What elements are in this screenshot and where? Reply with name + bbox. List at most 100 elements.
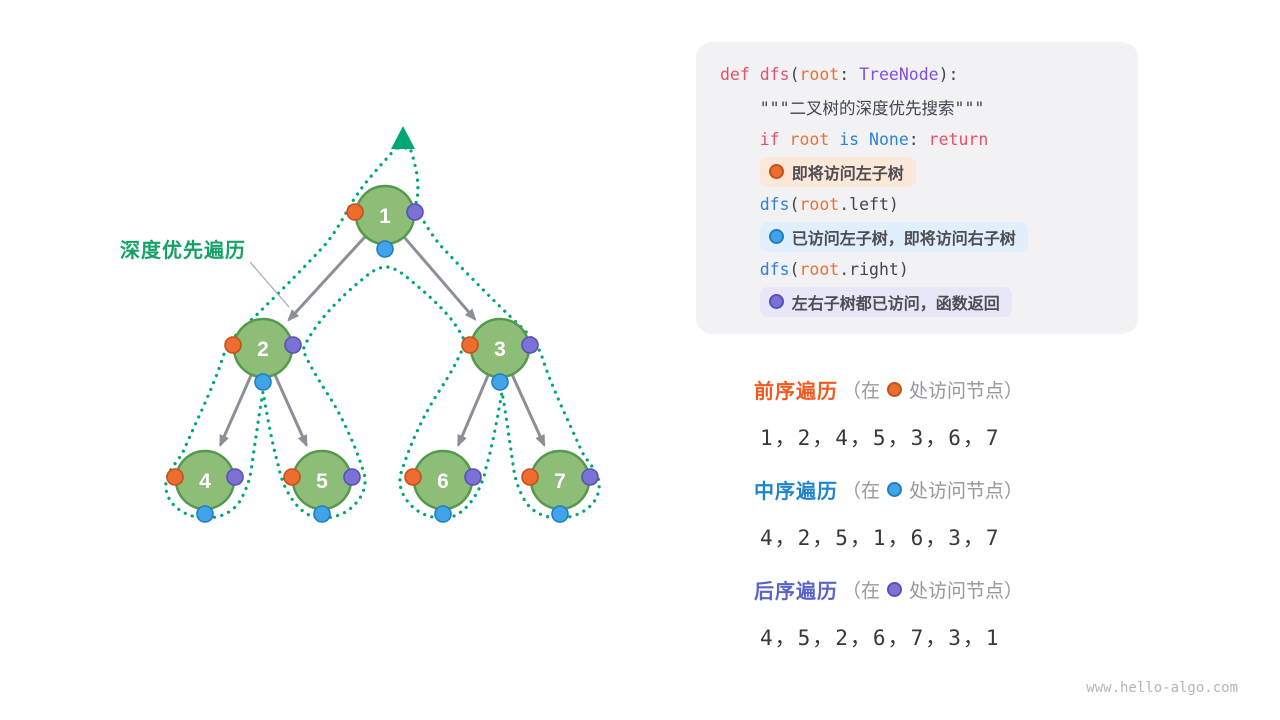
code-token: dfs (759, 64, 790, 84)
code-annotation-line: 左右子树都已访问，函数返回 (720, 286, 1120, 319)
node-value: 7 (554, 470, 566, 493)
code-annotation-line: 即将访问左子树 (720, 156, 1120, 189)
code-token: root (789, 129, 830, 149)
edge-2-5 (273, 374, 308, 448)
blue-dot-icon (887, 481, 903, 497)
orange-dot-icon (404, 468, 422, 486)
orange-dot-icon (887, 381, 903, 397)
orange-dot-icon (768, 164, 784, 180)
blue-dot-icon (196, 505, 214, 523)
code-token: def (720, 64, 760, 84)
tree-node-7: 7 (521, 449, 599, 523)
code-token: ( (789, 194, 800, 214)
postorder-note: （在 处访问节点） (842, 580, 1024, 602)
traversal-row-preorder: 前序遍历 （在 处访问节点） 1，2，4，5，3，6，7 (754, 374, 1234, 452)
code-token: dfs (759, 194, 790, 214)
purple-dot-icon (887, 581, 903, 597)
code-token: : (908, 129, 929, 149)
node-value: 4 (199, 470, 211, 493)
tree-node-3: 3 (461, 317, 539, 391)
blue-dot-icon (313, 505, 331, 523)
code-token: """二叉树的深度优先搜索""" (759, 98, 985, 118)
node-value: 2 (257, 338, 269, 361)
code-token: ( (789, 259, 800, 279)
blue-dot-icon (768, 229, 784, 245)
preorder-note: （在 处访问节点） (842, 380, 1024, 402)
tree-node-4: 4 (166, 449, 244, 523)
code-token: ( (789, 64, 800, 84)
traversal-list: 前序遍历 （在 处访问节点） 1，2，4，5，3，6，7 中序遍历 （在 处访问… (754, 374, 1234, 674)
tree-node-2: 2 (224, 317, 302, 391)
node-value: 6 (437, 470, 449, 493)
preorder-sequence: 1，2，4，5，3，6，7 (760, 426, 1001, 450)
code-annotation-badge: 左右子树都已访问，函数返回 (759, 286, 1012, 317)
code-line: dfs(root.right) (720, 253, 1120, 286)
code-annotation-text: 已访问左子树，即将访问右子树 (791, 230, 1016, 248)
inorder-sequence: 4，2，5，1，6，3，7 (760, 526, 1001, 550)
code-line: """二叉树的深度优先搜索""" (720, 91, 1120, 124)
purple-dot-icon (226, 468, 244, 486)
blue-dot-icon (491, 373, 509, 391)
code-token: root (799, 64, 840, 84)
orange-dot-icon (224, 336, 242, 354)
code-token: is (829, 129, 870, 149)
node-value: 3 (494, 338, 506, 361)
blue-dot-icon (376, 240, 394, 258)
dfs-path-outline (164, 146, 601, 520)
code-token: : (839, 64, 860, 84)
edge-1-3 (403, 236, 477, 321)
orange-dot-icon (461, 336, 479, 354)
code-token: if (759, 129, 790, 149)
node-value: 5 (316, 470, 328, 493)
code-token: root (799, 259, 840, 279)
tree-node-5: 5 (283, 449, 361, 523)
orange-dot-icon (283, 468, 301, 486)
code-token: TreeNode (859, 64, 939, 84)
code-annotation-text: 即将访问左子树 (791, 165, 904, 183)
code-block: def dfs(root: TreeNode):"""二叉树的深度优先搜索"""… (696, 42, 1138, 334)
tree-node-6: 6 (404, 449, 482, 523)
blue-dot-icon (551, 505, 569, 523)
code-annotation-badge: 已访问左子树，即将访问右子树 (759, 221, 1028, 252)
purple-dot-icon (521, 336, 539, 354)
code-token: root (799, 194, 840, 214)
purple-dot-icon (284, 336, 302, 354)
code-annotation-badge: 即将访问左子树 (759, 156, 916, 187)
code-annotation-line: 已访问左子树，即将访问右子树 (720, 221, 1120, 254)
traversal-start-arrow-icon (391, 126, 415, 149)
traversal-row-postorder: 后序遍历 （在 处访问节点） 4，5，2，6，7，3，1 (754, 574, 1234, 652)
orange-dot-icon (346, 203, 364, 221)
code-line: dfs(root.left) (720, 188, 1120, 221)
postorder-title: 后序遍历 (754, 580, 838, 603)
edge-3-6 (456, 374, 490, 448)
purple-dot-icon (768, 294, 784, 310)
tree-edges (218, 236, 546, 448)
label-pointer-line (249, 261, 290, 308)
code-token: None (869, 129, 909, 149)
code-annotation-text: 左右子树都已访问，函数返回 (791, 295, 1000, 313)
inorder-title: 中序遍历 (754, 480, 838, 503)
purple-dot-icon (343, 468, 361, 486)
tree-node-1: 1 (346, 184, 424, 258)
preorder-title: 前序遍历 (754, 380, 838, 403)
dfs-path-label: 深度优先遍历 (120, 240, 246, 262)
site-watermark: www.hello-algo.com (1086, 680, 1238, 696)
code-token: .left) (839, 194, 899, 214)
edge-3-7 (511, 374, 546, 448)
edge-2-4 (218, 374, 253, 448)
code-token: return (928, 129, 989, 149)
blue-dot-icon (434, 505, 452, 523)
code-line: def dfs(root: TreeNode): (720, 58, 1120, 91)
purple-dot-icon (464, 468, 482, 486)
postorder-sequence: 4，5，2，6，7，3，1 (760, 626, 1001, 650)
code-line: if root is None: return (720, 123, 1120, 156)
code-token: .right) (839, 259, 909, 279)
edge-1-2 (287, 236, 366, 322)
code-token: dfs (759, 259, 790, 279)
inorder-note: （在 处访问节点） (842, 480, 1024, 502)
purple-dot-icon (406, 203, 424, 221)
code-token: ): (938, 64, 959, 84)
binary-tree-diagram: 1 2 3 4 5 (164, 126, 601, 523)
node-value: 1 (379, 205, 391, 228)
